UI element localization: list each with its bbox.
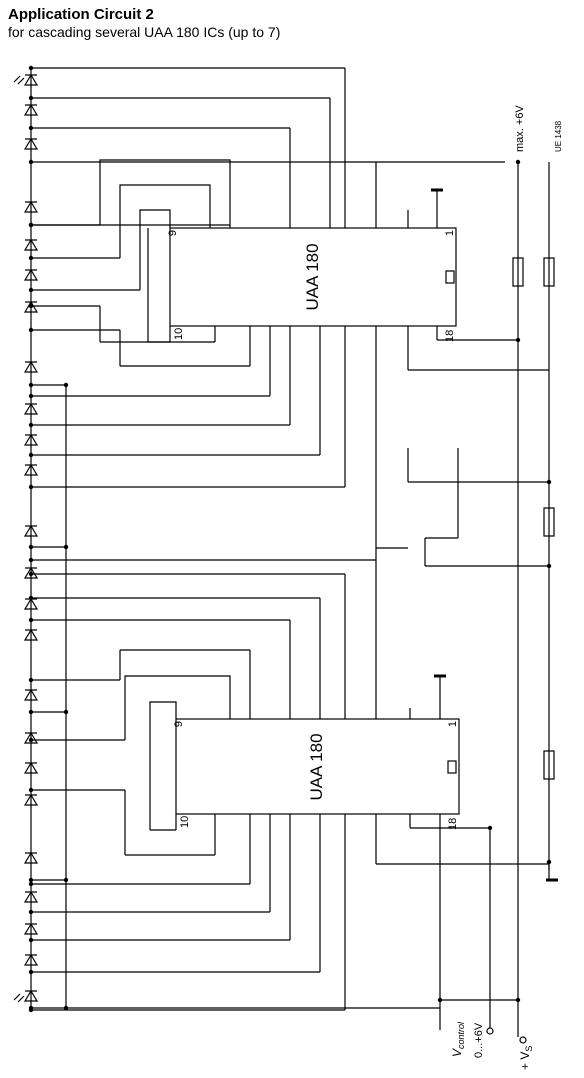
svg-text:+ VS: + VS (518, 1046, 534, 1070)
led-diode (23, 989, 39, 1002)
junction-dot (28, 1007, 34, 1013)
led-diode (23, 238, 39, 251)
ic-bottom-notch (447, 760, 457, 774)
vcontrol-range: 0...+6V (473, 1022, 485, 1058)
reference-code: UE 1438 (554, 120, 563, 152)
led-diode (23, 402, 39, 415)
vs-label: + VS (518, 1046, 534, 1070)
page-subtitle: for cascading several UAA 180 ICs (up to… (8, 24, 281, 40)
led-chain (23, 73, 39, 1002)
resistor (512, 257, 524, 287)
led-diode (23, 953, 39, 966)
wire (99, 159, 231, 228)
resistor (543, 257, 555, 287)
junction-dot (28, 125, 34, 131)
led-diode (23, 300, 39, 313)
resistor (543, 750, 555, 780)
junction-dot (28, 452, 34, 458)
supply-label: max. +6V (514, 105, 526, 152)
ic-top-pin-10: 10 (173, 328, 185, 340)
led-diode (23, 597, 39, 610)
junction-dot (28, 571, 34, 577)
junction-dot (28, 255, 34, 261)
ic-bottom-pin-10: 10 (179, 816, 191, 828)
led-diode (23, 433, 39, 446)
junction-dot (28, 544, 34, 550)
ic-top-pin-9: 9 (167, 230, 179, 236)
junction-dot (28, 95, 34, 101)
wire (149, 701, 177, 740)
junction-dot (28, 737, 34, 743)
junction-dot (28, 422, 34, 428)
led-diode (23, 566, 39, 579)
junction-dot (28, 287, 34, 293)
junction-dot (28, 65, 34, 71)
junction-dot (515, 159, 521, 165)
junction-dot (28, 159, 34, 165)
junction-dot (28, 877, 34, 883)
wiring (13, 65, 558, 1037)
led-diode (23, 200, 39, 213)
junction-dot (28, 881, 34, 887)
junction-dot (63, 709, 69, 715)
led-diode (23, 688, 39, 701)
light-arrows (13, 75, 25, 1003)
junction-dot (28, 617, 34, 623)
ic-top-pin-18: 18 (444, 330, 456, 342)
ic-bottom-label: UAA 180 (307, 733, 326, 800)
led-diode (23, 922, 39, 935)
junction-dot (63, 382, 69, 388)
junction-dot (63, 544, 69, 550)
led-diode (23, 360, 39, 373)
led-diode (23, 890, 39, 903)
ic-top-label: UAA 180 (303, 243, 322, 310)
led-diode (23, 524, 39, 537)
page-title: Application Circuit 2 (8, 6, 154, 23)
junction-dot (28, 677, 34, 683)
junction-dot (63, 877, 69, 883)
junction-dot (28, 787, 34, 793)
led-diode (23, 73, 39, 86)
led-diode (23, 731, 39, 744)
led-diode (23, 268, 39, 281)
junction-dot (28, 222, 34, 228)
svg-text:Vcontrol: Vcontrol (450, 1021, 466, 1057)
ic-bottom-pin-1: 1 (447, 721, 459, 727)
vcontrol-terminal (486, 1027, 494, 1035)
led-diode (23, 463, 39, 476)
led-diode (23, 137, 39, 150)
ic-bottom-pin-9: 9 (173, 721, 185, 727)
junction-dot (28, 327, 34, 333)
ic-top-pin-1: 1 (444, 230, 456, 236)
led-diode (23, 851, 39, 864)
led-diode (23, 628, 39, 641)
wire (124, 675, 231, 740)
wire (147, 228, 171, 343)
ic-bottom-pin-18: 18 (447, 818, 459, 830)
junction-dot (28, 393, 34, 399)
vs-terminal (519, 1036, 527, 1044)
junction-dot (28, 969, 34, 975)
wire (119, 184, 211, 258)
junction-dot (28, 909, 34, 915)
ic-top-notch (445, 270, 455, 284)
junction-dot (28, 484, 34, 490)
junction-dot (28, 382, 34, 388)
junction-dot (28, 937, 34, 943)
led-diode (23, 793, 39, 806)
junction-dot (28, 709, 34, 715)
ic-bottom-body (175, 718, 460, 815)
ic-top-body (169, 227, 457, 327)
resistor (543, 507, 555, 537)
vcontrol-label: Vcontrol (450, 1021, 466, 1057)
led-diode (23, 103, 39, 116)
junction-dot (28, 557, 34, 563)
led-diode (23, 761, 39, 774)
wire (139, 209, 171, 290)
